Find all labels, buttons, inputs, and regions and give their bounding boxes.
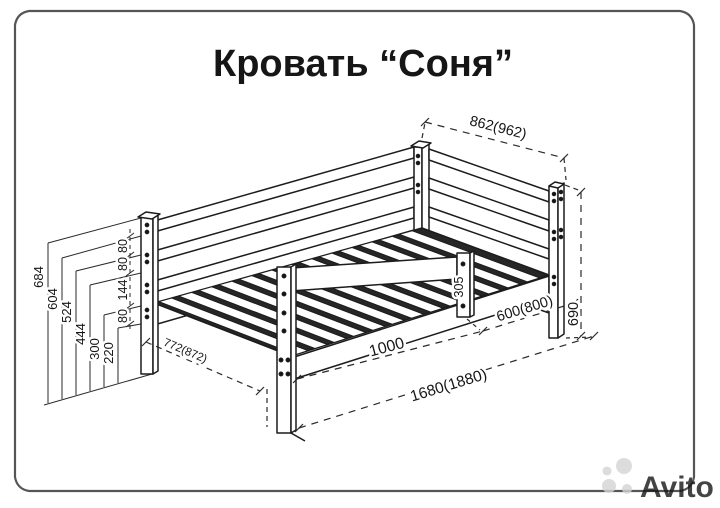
watermark-brand: Avito — [640, 471, 714, 504]
dim-305-label: 305 — [452, 277, 466, 298]
dim-684-label: 684 — [31, 266, 46, 288]
bed-structure — [137, 140, 565, 442]
gap-144-label: 144 — [116, 280, 130, 301]
dim-444-label: 444 — [73, 323, 88, 345]
dim-220-label: 220 — [101, 342, 116, 364]
left-height-labels: 684 604 524 444 300 220 — [29, 264, 119, 367]
gap-80c-label: 80 — [116, 309, 130, 323]
left-gap-chain — [125, 229, 135, 331]
dim-604-label: 604 — [45, 288, 60, 310]
front-left-post — [276, 263, 306, 442]
safety-rail-post — [456, 250, 475, 318]
dim-300-label: 300 — [87, 338, 102, 360]
front-right-post — [548, 181, 565, 339]
dim-524-label: 524 — [59, 301, 74, 323]
gap-80a-label: 80 — [116, 239, 130, 253]
left-height-dimensions — [43, 217, 153, 406]
watermark: Avito — [602, 458, 714, 504]
page-title: Кровать “Соня” — [213, 43, 513, 85]
back-left-post — [137, 211, 161, 375]
dim-1680-label: 1680(1880) — [408, 366, 489, 405]
back-right-post — [410, 140, 432, 236]
gap-80b-label: 80 — [116, 257, 130, 271]
dimension-lines — [141, 117, 599, 433]
left-gap-labels: 80 80 144 80 — [114, 237, 133, 326]
dim-862-label: 862(962) — [468, 113, 528, 143]
slat — [238, 275, 386, 331]
dim-690-label: 690 — [566, 302, 582, 326]
slat — [158, 297, 309, 356]
avito-logo-icon — [602, 458, 632, 494]
decorative-frame-border — [13, 9, 696, 493]
